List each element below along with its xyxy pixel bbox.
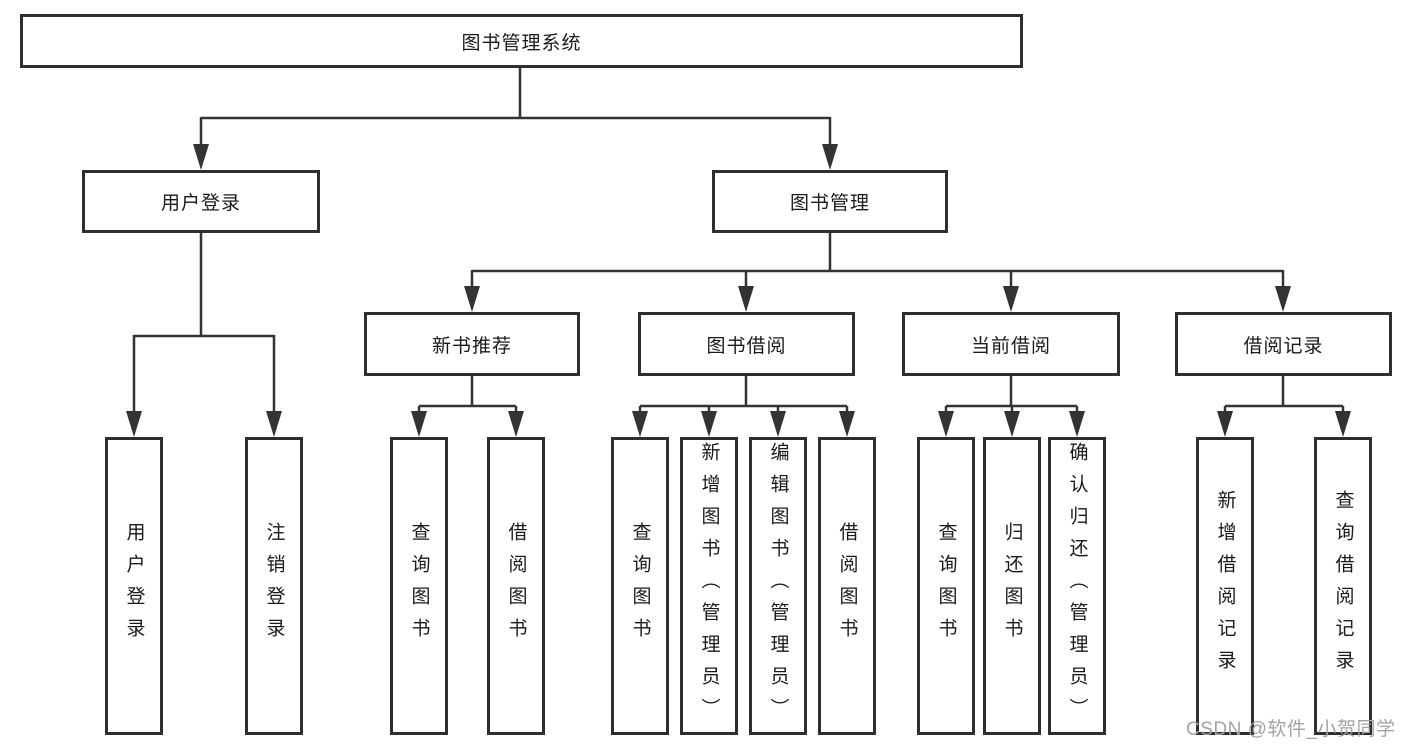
node-borrow-borrow-books: 借阅图书	[818, 437, 876, 735]
node-logout-leaf: 注销登录	[245, 437, 303, 735]
node-label: 查询图书	[629, 522, 651, 650]
node-label: 确认归还（管理员）	[1066, 442, 1088, 730]
node-label: 新书推荐	[431, 335, 512, 357]
node-label: 新增图书（管理员）	[698, 442, 720, 730]
node-label: 图书管理系统	[461, 32, 582, 54]
node-label: 当前借阅	[970, 335, 1051, 357]
node-label: 归还图书	[1001, 522, 1023, 650]
node-label: 用户登录	[123, 522, 145, 650]
node-label: 图书管理	[789, 193, 870, 214]
node-records-add-record: 新增借阅记录	[1196, 437, 1254, 735]
node-current-confirm-return-admin: 确认归还（管理员）	[1048, 437, 1106, 735]
csdn-watermark: CSDN @软件_小贺同学	[1186, 719, 1396, 740]
node-label: 借阅图书	[505, 522, 527, 650]
node-book-borrow: 图书借阅	[638, 312, 855, 376]
node-user-login: 用户登录	[82, 170, 320, 233]
node-label: 用户登录	[160, 193, 241, 214]
node-borrow-records: 借阅记录	[1175, 312, 1392, 376]
node-label: 借阅图书	[836, 522, 858, 650]
node-label: 新增借阅记录	[1214, 490, 1236, 682]
node-label: 查询图书	[935, 522, 957, 650]
node-borrow-edit-books-admin: 编辑图书（管理员）	[749, 437, 807, 735]
node-recommend-borrow-books: 借阅图书	[487, 437, 545, 735]
node-current-query-books: 查询图书	[917, 437, 975, 735]
node-system-root: 图书管理系统	[20, 14, 1023, 68]
node-book-management: 图书管理	[712, 170, 948, 233]
node-borrow-add-books-admin: 新增图书（管理员）	[680, 437, 738, 735]
node-label: 编辑图书（管理员）	[767, 442, 789, 730]
node-records-query-record: 查询借阅记录	[1314, 437, 1372, 735]
node-user-login-leaf: 用户登录	[105, 437, 163, 735]
node-label: 查询图书	[408, 522, 430, 650]
node-recommend-query-books: 查询图书	[390, 437, 448, 735]
node-label: 图书借阅	[706, 335, 787, 357]
node-label: 查询借阅记录	[1332, 490, 1354, 682]
node-label: 注销登录	[263, 522, 285, 650]
node-current-return-books: 归还图书	[983, 437, 1041, 735]
node-borrow-query-books: 查询图书	[611, 437, 669, 735]
node-new-book-recommend: 新书推荐	[364, 312, 580, 376]
node-label: 借阅记录	[1243, 335, 1324, 357]
node-current-borrow: 当前借阅	[902, 312, 1120, 376]
